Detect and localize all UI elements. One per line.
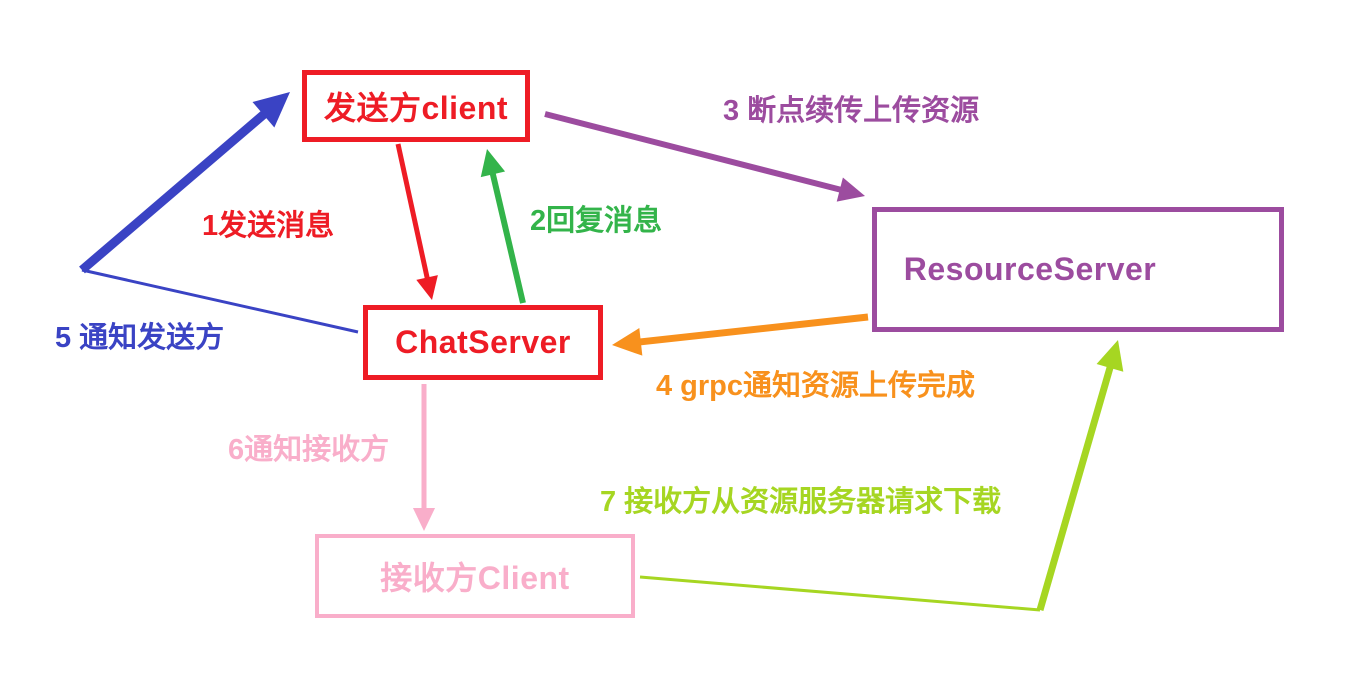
arrow-notify-receiver xyxy=(412,384,436,531)
node-sender-client: 发送方client xyxy=(302,70,530,142)
arrow-grpc-notify-upload-done xyxy=(612,313,869,356)
node-chat-server-label: ChatServer xyxy=(395,324,571,360)
arrow-reply-message xyxy=(480,149,526,304)
edge-label-notify-sender: 5 通知发送方 xyxy=(55,322,225,354)
edge-label-reply-message: 2回复消息 xyxy=(530,205,663,237)
arrow-request-download xyxy=(639,340,1124,612)
node-resource-server-label: ResourceServer xyxy=(903,251,1157,287)
edge-label-request-download: 7 接收方从资源服务器请求下载 xyxy=(600,486,1002,518)
arrow-send-message xyxy=(395,143,438,300)
edge-label-send-message: 1发送消息 xyxy=(202,210,335,242)
node-sender-client-label: 发送方client xyxy=(323,90,509,126)
arrow-notify-sender xyxy=(79,92,359,334)
arrow-resume-upload xyxy=(544,111,865,202)
node-receiver-client-label: 接收方Client xyxy=(380,560,570,596)
node-receiver-client: 接收方Client xyxy=(315,534,635,618)
edge-label-notify-receiver: 6通知接收方 xyxy=(228,434,390,466)
edge-label-grpc-notify-upload-done: 4 grpc通知资源上传完成 xyxy=(656,370,976,402)
node-resource-server: ResourceServer xyxy=(872,207,1284,332)
edge-label-resume-upload: 3 断点续传上传资源 xyxy=(723,95,980,127)
node-chat-server: ChatServer xyxy=(363,305,603,380)
